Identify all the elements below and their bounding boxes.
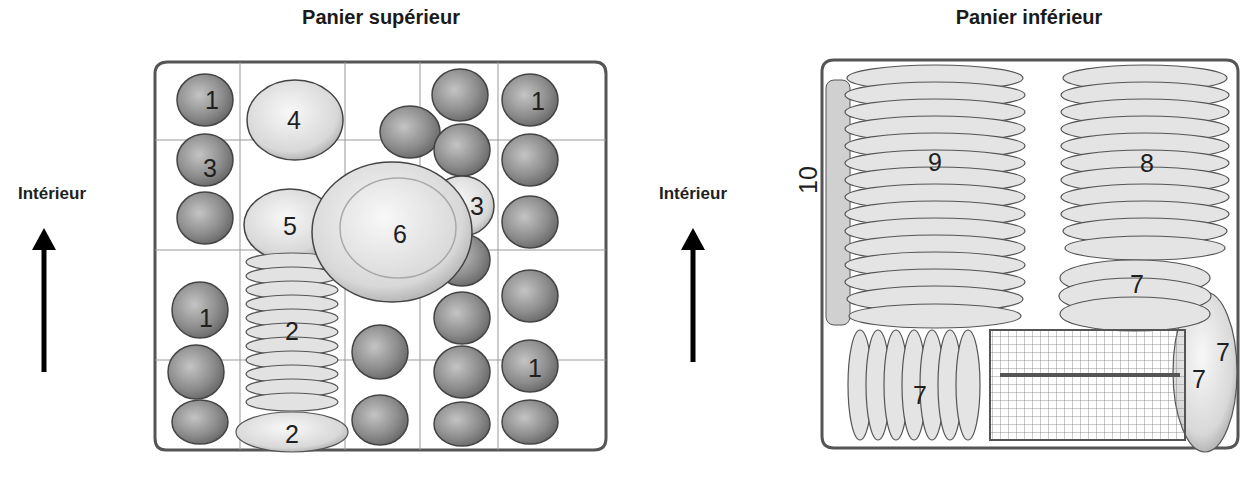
lower-basket [822, 60, 1238, 452]
upper-basket [155, 62, 606, 452]
direction-label: Intérieur [18, 185, 86, 202]
callout-number: 9 [928, 150, 942, 175]
callout-number: 2 [285, 319, 299, 344]
callout-number: 2 [285, 422, 299, 447]
direction-label: Intérieur [659, 185, 727, 202]
basket-title: Panier supérieur [150, 6, 612, 29]
basket-region: Panier inférieur [815, 0, 1243, 455]
callout-number: 7 [913, 383, 927, 408]
callout-number: 1 [528, 356, 542, 381]
callout-number: 8 [1140, 151, 1154, 176]
callout-number: 6 [393, 222, 407, 247]
callout-number: 7 [1192, 367, 1206, 392]
callout-number: 3 [203, 156, 217, 181]
basket-region: Panier supérieur [150, 0, 612, 455]
callout-number: 5 [283, 214, 297, 239]
callout-number: 1 [205, 88, 219, 113]
callout-number: 1 [199, 306, 213, 331]
callout-number: 7 [1216, 340, 1230, 365]
basket-title: Panier inférieur [815, 6, 1243, 29]
callout-number: 10 [796, 166, 821, 194]
callout-number: 3 [470, 194, 484, 219]
callout-number: 7 [1130, 272, 1144, 297]
callout-number: 4 [287, 108, 301, 133]
callout-number: 1 [531, 89, 545, 114]
